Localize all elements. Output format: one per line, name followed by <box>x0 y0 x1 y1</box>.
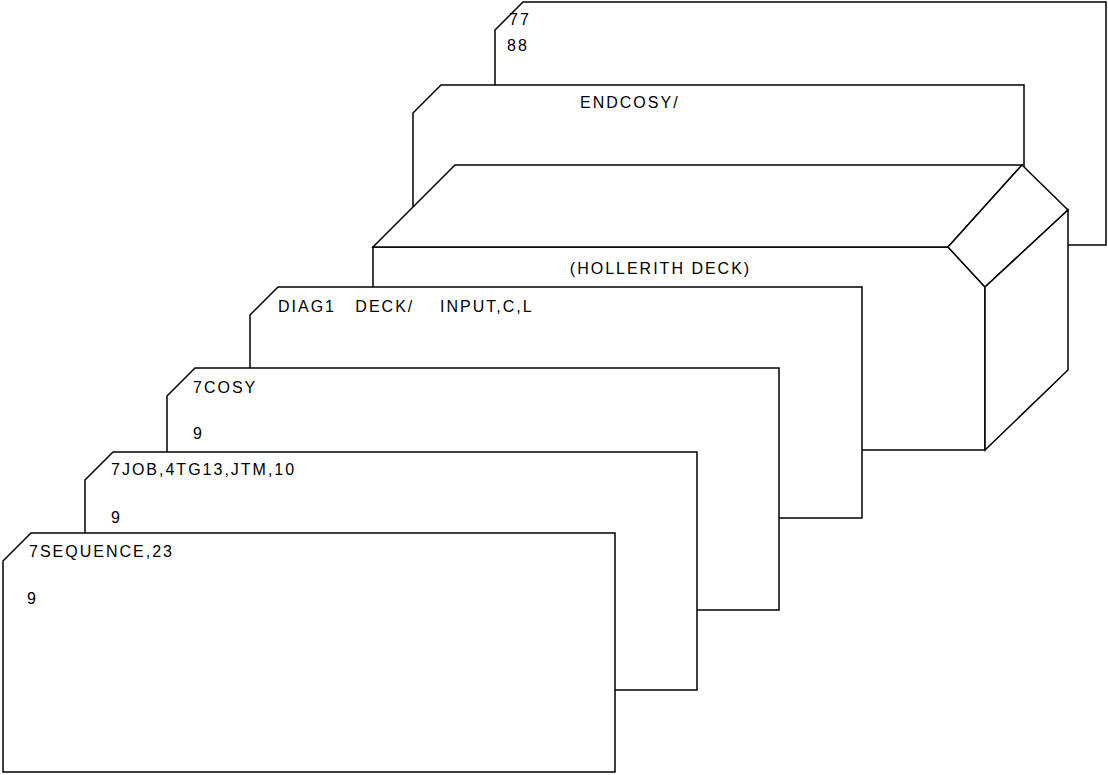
card-text: 77 <box>509 10 531 30</box>
card-text: 7SEQUENCE,23 <box>29 542 174 562</box>
outline-face <box>3 533 615 772</box>
card-outline <box>3 533 615 772</box>
punch-row-number: 9 <box>193 424 204 444</box>
deck-label: (HOLLERITH DECK) <box>570 259 751 279</box>
outline-face <box>373 165 1022 247</box>
card-text: 7COSY <box>193 378 257 398</box>
punch-row-number: 9 <box>27 589 38 609</box>
punch-row-number: 88 <box>507 36 529 56</box>
card-text: 7JOB,4TG13,JTM,10 <box>111 460 296 480</box>
punch-row-number: 9 <box>111 508 122 528</box>
card-text: DIAG1 DECK/ INPUT,C,L <box>278 297 534 317</box>
punched-card: 7SEQUENCE,23 9 <box>3 533 615 772</box>
card-text: ENDCOSY/ <box>580 93 680 113</box>
outline-face <box>985 210 1068 450</box>
